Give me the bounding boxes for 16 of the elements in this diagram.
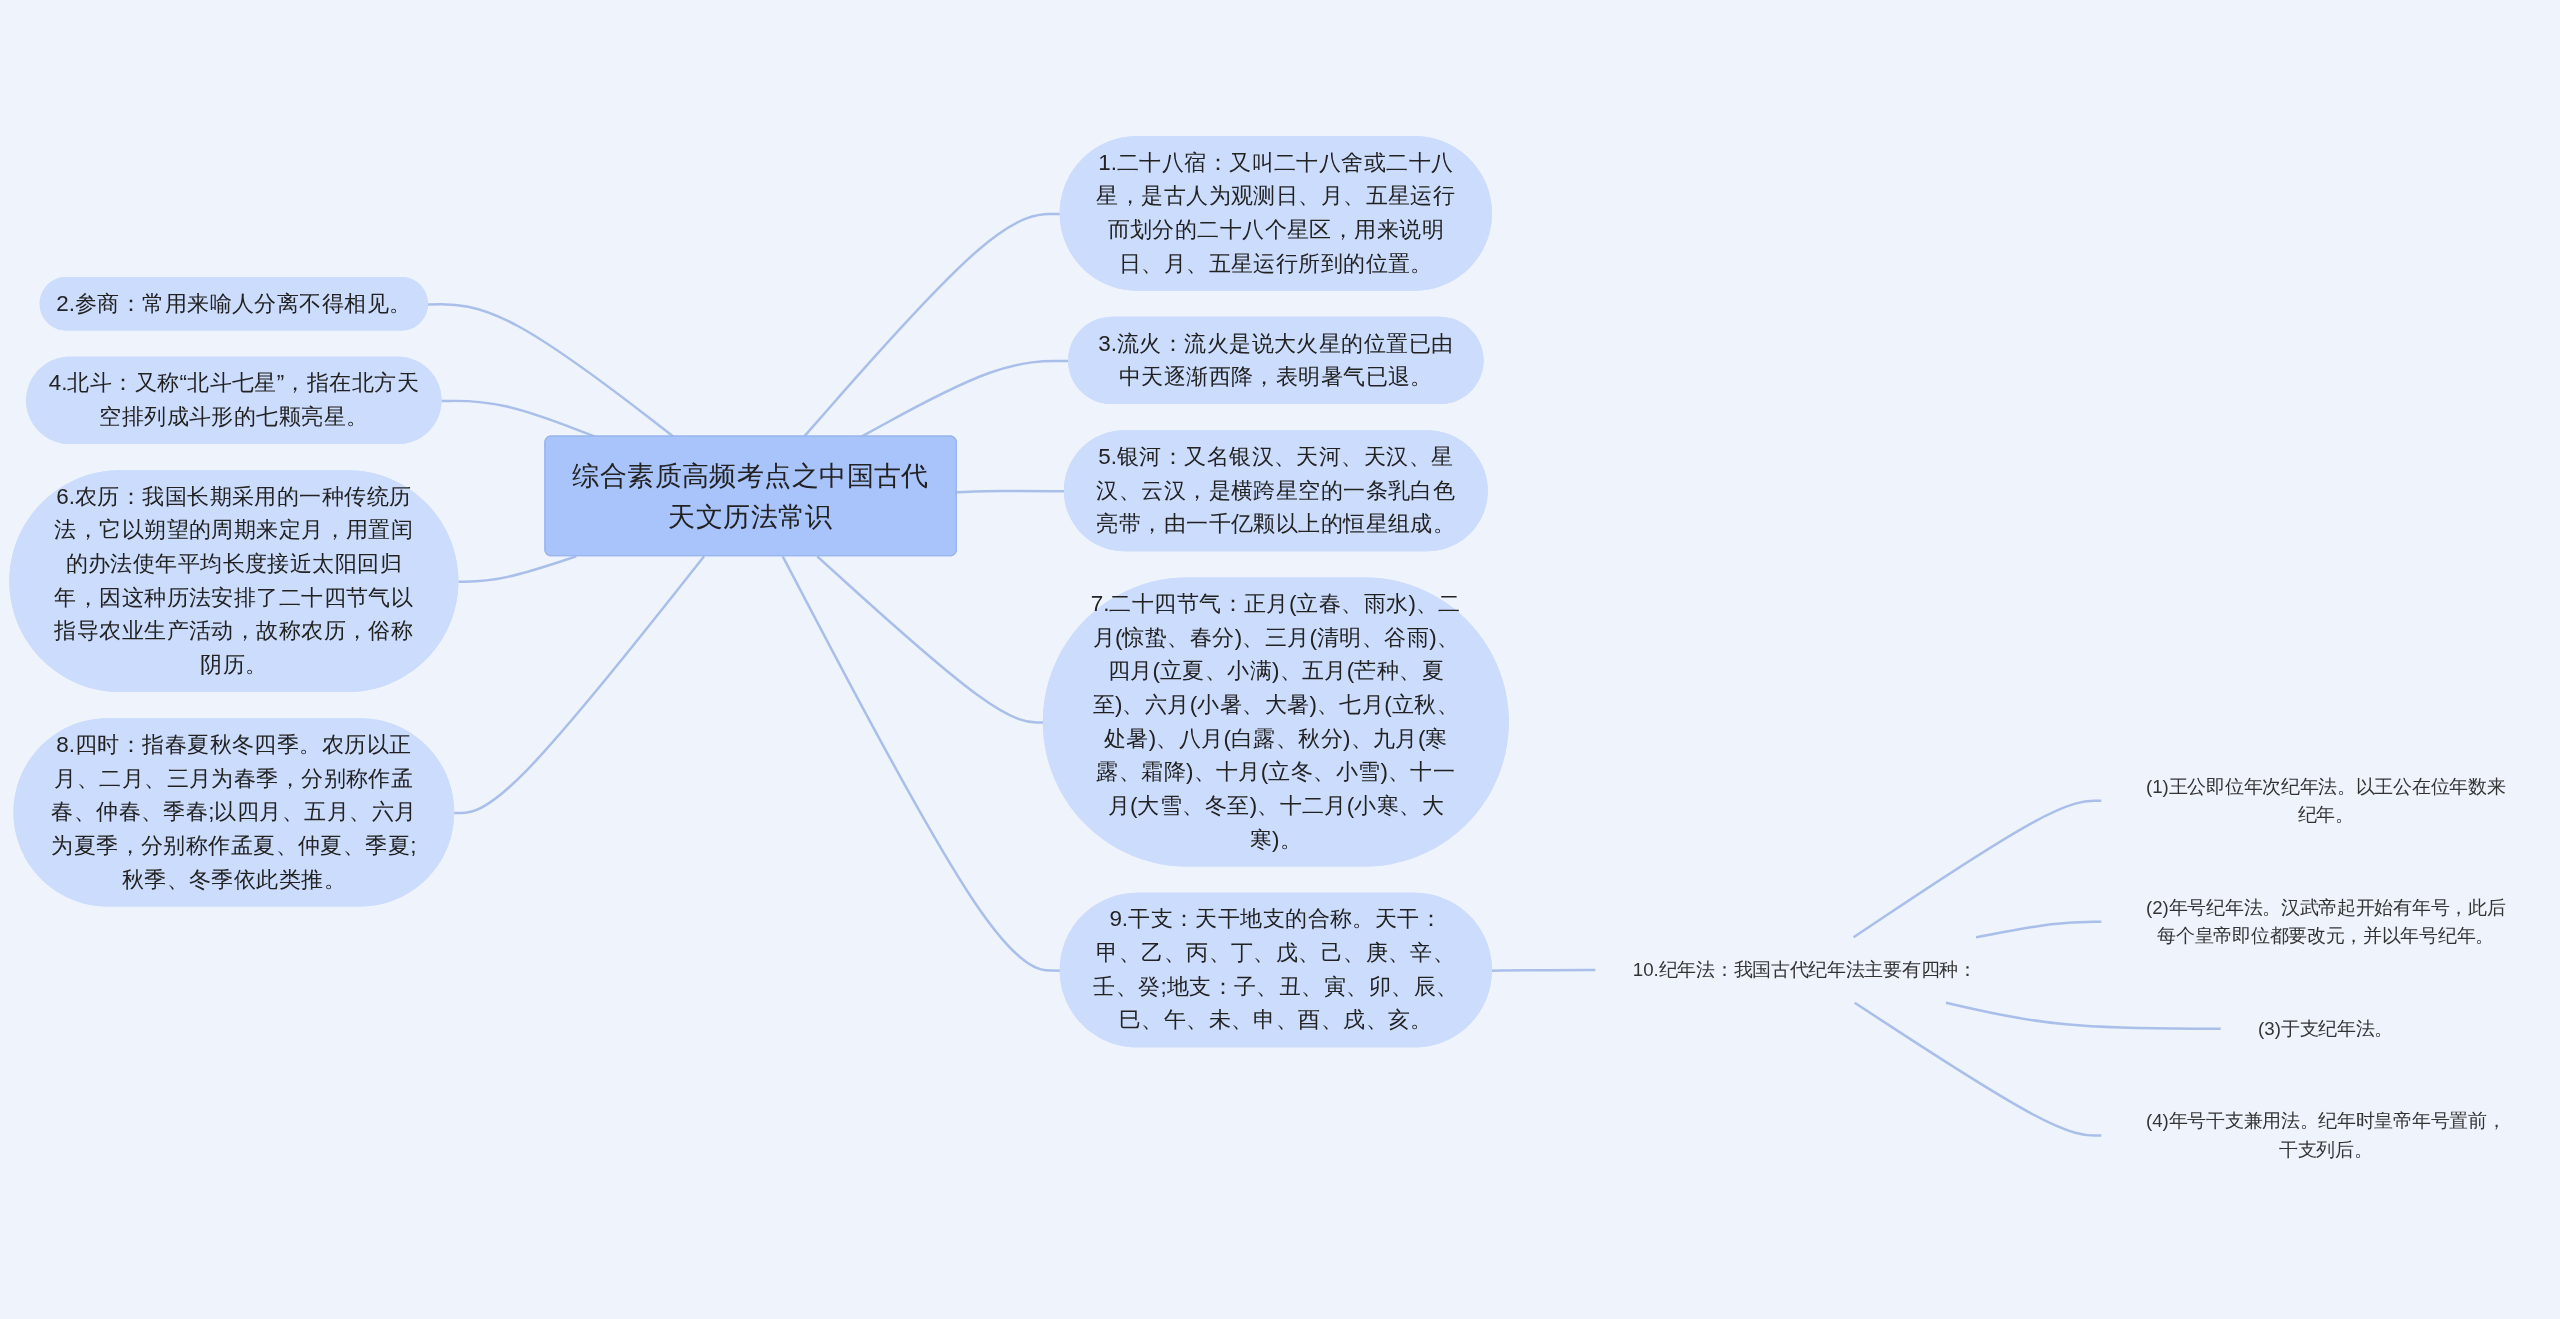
node-text: (3)于支纪年法。: [2258, 1017, 2394, 1039]
connector: [781, 555, 1061, 972]
connector: [1852, 799, 2102, 939]
connector: [454, 555, 706, 815]
connector: [803, 212, 1061, 438]
node-text: (4)年号干支兼用法。纪年时皇帝年号置前，干支列后。: [2145, 1109, 2506, 1160]
connector: [427, 303, 675, 438]
connector: [458, 555, 577, 583]
connector: [1975, 920, 2102, 939]
node-text: (2)年号纪年法。汉武帝起开始有年号，此后每个皇帝即位都要改元，并以年号纪年。: [2145, 896, 2506, 946]
node-text: 10.纪年法：我国古代纪年法主要有四种：: [1632, 958, 1977, 980]
connector: [441, 399, 596, 438]
connector: [1854, 1001, 2102, 1137]
node-text: (1)王公即位年次纪年法。以王公在位年数来纪年。: [2145, 775, 2506, 825]
connector: [1491, 968, 1596, 972]
connector: [1945, 1001, 2221, 1030]
